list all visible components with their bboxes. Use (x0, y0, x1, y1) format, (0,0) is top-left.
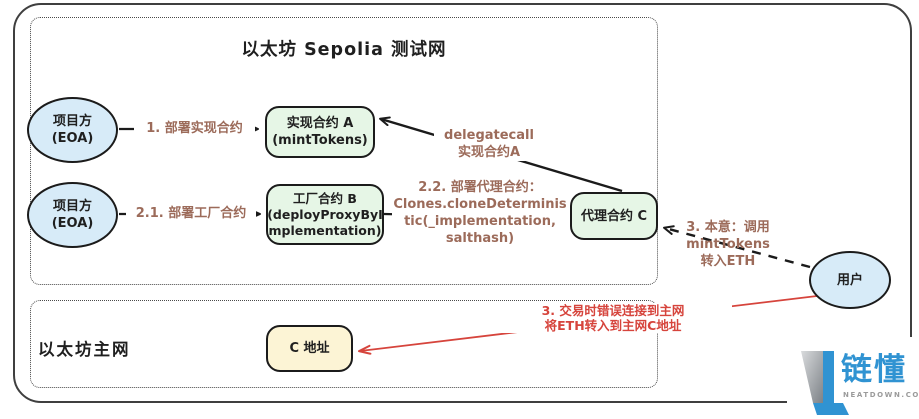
node-proxy-contract-c: 代理合约 C (570, 192, 658, 240)
proxy-c-label: 代理合约 C (580, 208, 648, 224)
label-deploy-proxy-line2: Clones.cloneDeterminis (393, 197, 567, 212)
node-c-address-mainnet: C 地址 (266, 325, 353, 372)
neatdown-logo-icon (801, 351, 849, 415)
node-project-eoa-2-line2: (EOA) (51, 216, 94, 231)
node-project-eoa-2: 项目方 (EOA) (27, 182, 118, 248)
label-deploy-proxy: 2.2. 部署代理合约： Clones.cloneDeterminis tic(… (392, 179, 568, 247)
label-deploy-factory: 2.1. 部署工厂合约 (126, 205, 256, 222)
label-deploy-impl: 1. 部署实现合约 (134, 120, 255, 137)
label-user-intent: 3. 本意：调用 mintTokens 转入ETH (672, 219, 784, 270)
contract-a-name: 实现合约 A (286, 116, 354, 131)
testnet-title: 以太坊 Sepolia 测试网 (241, 40, 447, 60)
label-user-intent-line3: 转入ETH (700, 254, 756, 269)
logo-shape-blue-foot (813, 403, 849, 415)
node-project-eoa-1-line2: (EOA) (51, 131, 94, 146)
label-user-intent-line1: 3. 本意：调用 (686, 220, 770, 235)
label-wrong-network-error-line1: 3. 交易时错误连接到主网 (541, 303, 685, 318)
logo-shape-gray (801, 351, 823, 403)
label-delegatecall-line2: 实现合约A (457, 145, 521, 160)
sepolia-testnet-region (30, 17, 658, 285)
node-factory-contract-b: 工厂合约 B (deployProxyByI mplementation) (266, 184, 384, 245)
c-address-label: C 地址 (289, 341, 330, 356)
node-project-eoa-1-line1: 项目方 (52, 114, 92, 129)
node-implementation-contract-a: 实现合约 A (mintTokens) (265, 106, 375, 158)
logo-name: 链懂 (841, 352, 907, 388)
mainnet-title: 以太坊主网 (38, 340, 131, 359)
label-delegatecall-line1: delegatecall (444, 128, 534, 143)
neatdown-logo: 链懂 NEATDOWN.COM (787, 337, 919, 419)
logo-domain: NEATDOWN.COM (843, 391, 919, 399)
label-wrong-network-error-line2: 将ETH转入到主网C地址 (544, 318, 682, 333)
user-label: 用户 (836, 272, 863, 288)
node-project-eoa-1: 项目方 (EOA) (27, 97, 118, 163)
node-user: 用户 (809, 251, 891, 309)
contract-b-name: 工厂合约 B (293, 190, 357, 206)
contract-b-function-line1: (deployProxyByI (267, 206, 383, 222)
label-delegatecall: delegatecall 实现合约A (434, 127, 544, 161)
label-deploy-proxy-line3: tic(_implementation, (404, 214, 556, 229)
label-wrong-network-error: 3. 交易时错误连接到主网 将ETH转入到主网C地址 (494, 303, 732, 333)
logo-shape-blue-bar (823, 351, 834, 403)
label-user-intent-line2: mintTokens (686, 237, 770, 252)
label-deploy-proxy-line1: 2.2. 部署代理合约： (418, 180, 542, 195)
contract-a-function: (mintTokens) (272, 133, 368, 148)
contract-b-function-line2: mplementation) (268, 222, 382, 238)
label-deploy-proxy-line4: salthash) (445, 231, 515, 246)
node-project-eoa-2-line1: 项目方 (52, 199, 92, 214)
outer-border (13, 3, 912, 403)
